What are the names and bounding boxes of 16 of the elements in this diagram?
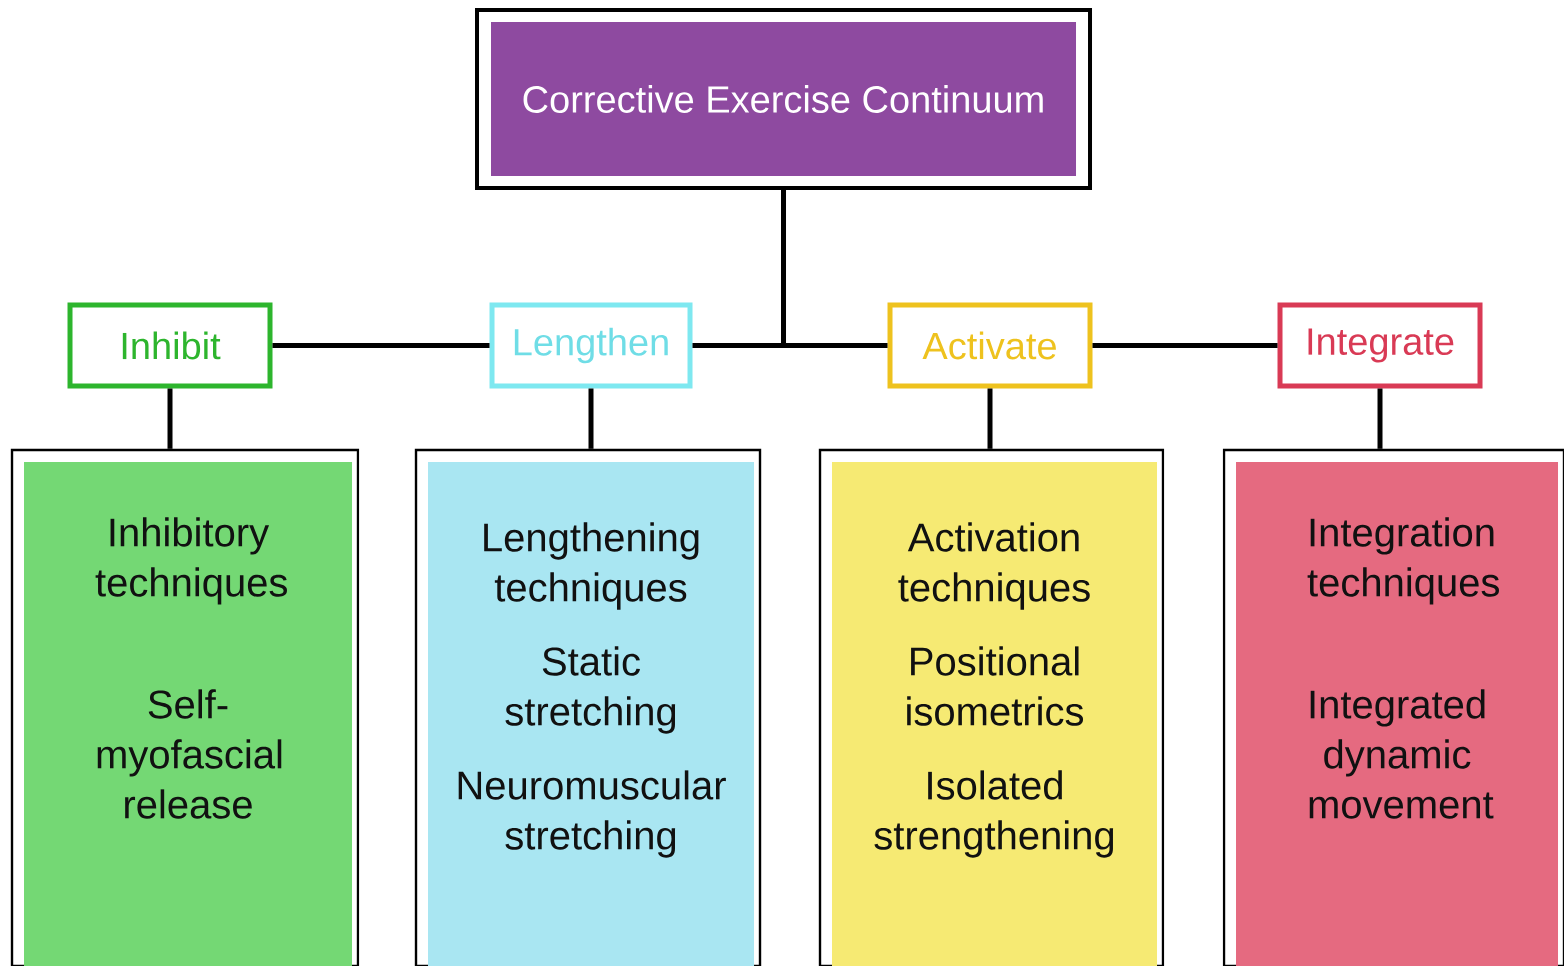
connector-line [272,343,490,348]
connector-line [1377,388,1383,449]
connector-line [1092,343,1278,348]
technique-box: Activation techniques Positional isometrics Isolated strengthening [818,448,1165,966]
technique-box: Lengthening techniques Static stretching Neuromuscular stretching [414,448,762,966]
category-box: Lengthen [489,302,693,389]
connector-line [781,190,888,348]
category-box: Inhibit [67,302,273,389]
technique-box: Integration techniques Integrated dynamic movement [1222,448,1564,966]
connector-line [987,388,993,449]
technique-box: Inhibitory techniques Self-myofascial release [10,448,360,966]
connector-line [167,388,173,449]
category-box: Integrate [1277,302,1483,389]
title-box: Corrective Exercise Continuum [475,8,1092,190]
connector-line [588,388,594,449]
category-box: Activate [887,302,1093,389]
